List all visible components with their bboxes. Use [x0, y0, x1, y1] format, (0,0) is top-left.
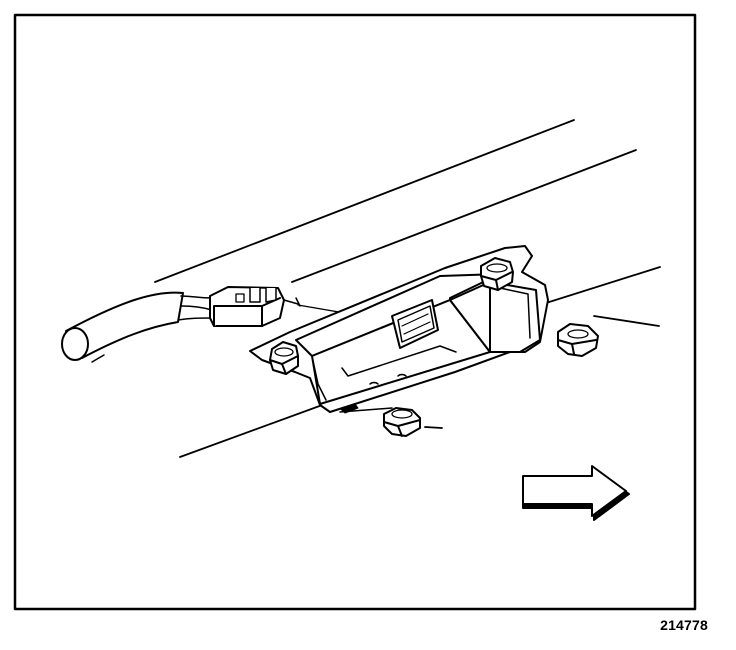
forward-direction-arrow-icon [522, 465, 630, 521]
figure-id-label: 214778 [660, 617, 708, 633]
wire-harness-icon [61, 291, 213, 363]
hex-nut-icon [269, 341, 299, 375]
hex-nut-icon [383, 407, 421, 437]
module-icon [249, 245, 549, 413]
hex-nut-icon [480, 257, 514, 291]
electrical-connector-icon [209, 286, 301, 327]
hex-nut-icon [557, 323, 599, 357]
module-connector-socket [391, 299, 439, 349]
mounting-surface-lines [154, 119, 661, 458]
